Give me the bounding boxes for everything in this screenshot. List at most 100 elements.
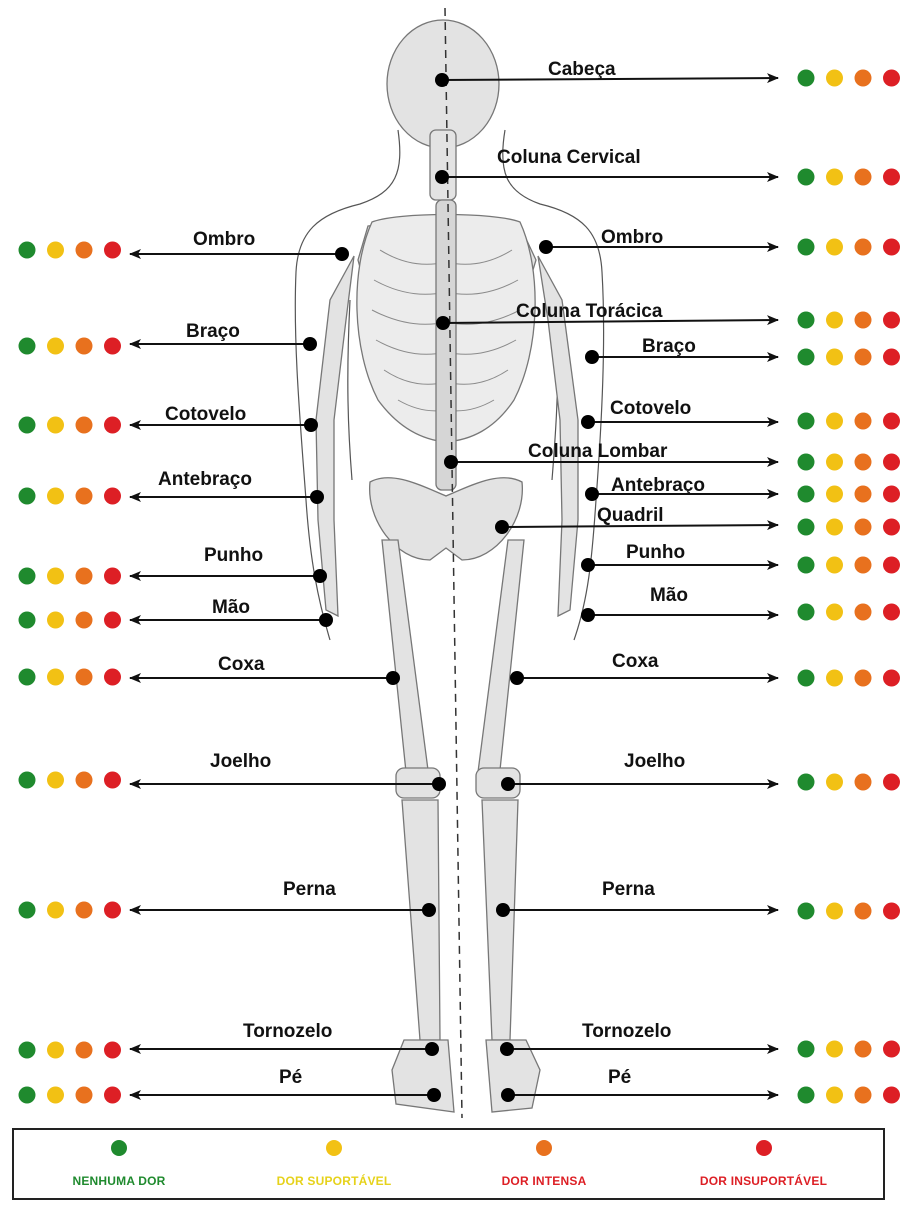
yellow-dot-icon[interactable] <box>47 1087 64 1104</box>
orange-dot-icon[interactable] <box>855 312 872 329</box>
green-dot-icon[interactable] <box>798 413 815 430</box>
yellow-dot-icon[interactable] <box>47 242 64 259</box>
yellow-dot-icon[interactable] <box>826 349 843 366</box>
green-dot-icon[interactable] <box>798 239 815 256</box>
pain-scale[interactable] <box>19 612 122 629</box>
pain-scale[interactable] <box>798 1041 901 1058</box>
green-dot-icon[interactable] <box>798 486 815 503</box>
green-dot-icon[interactable] <box>798 1041 815 1058</box>
yellow-dot-icon[interactable] <box>826 774 843 791</box>
pain-scale[interactable] <box>798 239 901 256</box>
pain-scale[interactable] <box>798 557 901 574</box>
yellow-dot-icon[interactable] <box>47 772 64 789</box>
green-dot-icon[interactable] <box>19 772 36 789</box>
red-dot-icon[interactable] <box>104 612 121 629</box>
yellow-dot-icon[interactable] <box>47 488 64 505</box>
red-dot-icon[interactable] <box>883 519 900 536</box>
red-dot-icon[interactable] <box>883 1041 900 1058</box>
red-dot-icon[interactable] <box>883 1087 900 1104</box>
orange-dot-icon[interactable] <box>855 169 872 186</box>
orange-dot-icon[interactable] <box>76 1042 93 1059</box>
green-dot-icon[interactable] <box>798 1087 815 1104</box>
orange-dot-icon[interactable] <box>855 413 872 430</box>
pain-scale[interactable] <box>798 519 901 536</box>
yellow-dot-icon[interactable] <box>826 312 843 329</box>
pain-scale[interactable] <box>19 1042 122 1059</box>
orange-dot-icon[interactable] <box>855 557 872 574</box>
pain-scale[interactable] <box>19 1087 122 1104</box>
green-dot-icon[interactable] <box>19 1042 36 1059</box>
pain-scale[interactable] <box>798 670 901 687</box>
red-dot-icon[interactable] <box>883 454 900 471</box>
red-dot-icon[interactable] <box>883 903 900 920</box>
pain-scale[interactable] <box>19 772 122 789</box>
pain-scale[interactable] <box>19 242 122 259</box>
yellow-dot-icon[interactable] <box>47 612 64 629</box>
pain-scale[interactable] <box>19 417 122 434</box>
yellow-dot-icon[interactable] <box>826 519 843 536</box>
pain-scale[interactable] <box>798 169 901 186</box>
orange-dot-icon[interactable] <box>76 568 93 585</box>
pain-scale[interactable] <box>798 486 901 503</box>
yellow-dot-icon[interactable] <box>47 669 64 686</box>
yellow-dot-icon[interactable] <box>826 670 843 687</box>
pain-scale[interactable] <box>798 604 901 621</box>
red-dot-icon[interactable] <box>883 557 900 574</box>
orange-dot-icon[interactable] <box>855 774 872 791</box>
yellow-dot-icon[interactable] <box>826 1041 843 1058</box>
green-dot-icon[interactable] <box>19 902 36 919</box>
green-dot-icon[interactable] <box>798 519 815 536</box>
pain-scale[interactable] <box>798 312 901 329</box>
green-dot-icon[interactable] <box>798 604 815 621</box>
pain-scale[interactable] <box>19 669 122 686</box>
orange-dot-icon[interactable] <box>76 902 93 919</box>
red-dot-icon[interactable] <box>883 774 900 791</box>
red-dot-icon[interactable] <box>104 488 121 505</box>
pain-scale[interactable] <box>798 1087 901 1104</box>
red-dot-icon[interactable] <box>104 669 121 686</box>
orange-dot-icon[interactable] <box>855 349 872 366</box>
red-dot-icon[interactable] <box>883 349 900 366</box>
red-dot-icon[interactable] <box>104 568 121 585</box>
yellow-dot-icon[interactable] <box>826 454 843 471</box>
red-dot-icon[interactable] <box>104 772 121 789</box>
orange-dot-icon[interactable] <box>855 486 872 503</box>
green-dot-icon[interactable] <box>19 1087 36 1104</box>
pain-scale[interactable] <box>798 70 901 87</box>
red-dot-icon[interactable] <box>883 413 900 430</box>
orange-dot-icon[interactable] <box>855 70 872 87</box>
pain-scale[interactable] <box>19 568 122 585</box>
green-dot-icon[interactable] <box>19 568 36 585</box>
pain-scale[interactable] <box>19 488 122 505</box>
yellow-dot-icon[interactable] <box>826 1087 843 1104</box>
pain-scale[interactable] <box>19 902 122 919</box>
pain-scale[interactable] <box>798 903 901 920</box>
green-dot-icon[interactable] <box>798 169 815 186</box>
yellow-dot-icon[interactable] <box>47 1042 64 1059</box>
red-dot-icon[interactable] <box>104 417 121 434</box>
yellow-dot-icon[interactable] <box>826 557 843 574</box>
green-dot-icon[interactable] <box>798 349 815 366</box>
yellow-dot-icon[interactable] <box>826 239 843 256</box>
yellow-dot-icon[interactable] <box>826 903 843 920</box>
pain-scale[interactable] <box>798 413 901 430</box>
green-dot-icon[interactable] <box>19 488 36 505</box>
orange-dot-icon[interactable] <box>855 239 872 256</box>
orange-dot-icon[interactable] <box>855 1041 872 1058</box>
red-dot-icon[interactable] <box>883 604 900 621</box>
red-dot-icon[interactable] <box>104 242 121 259</box>
orange-dot-icon[interactable] <box>855 903 872 920</box>
green-dot-icon[interactable] <box>19 338 36 355</box>
red-dot-icon[interactable] <box>883 312 900 329</box>
orange-dot-icon[interactable] <box>76 242 93 259</box>
orange-dot-icon[interactable] <box>76 612 93 629</box>
green-dot-icon[interactable] <box>798 774 815 791</box>
green-dot-icon[interactable] <box>798 70 815 87</box>
green-dot-icon[interactable] <box>798 312 815 329</box>
green-dot-icon[interactable] <box>798 903 815 920</box>
green-dot-icon[interactable] <box>19 242 36 259</box>
orange-dot-icon[interactable] <box>76 772 93 789</box>
yellow-dot-icon[interactable] <box>826 604 843 621</box>
red-dot-icon[interactable] <box>883 70 900 87</box>
green-dot-icon[interactable] <box>19 669 36 686</box>
